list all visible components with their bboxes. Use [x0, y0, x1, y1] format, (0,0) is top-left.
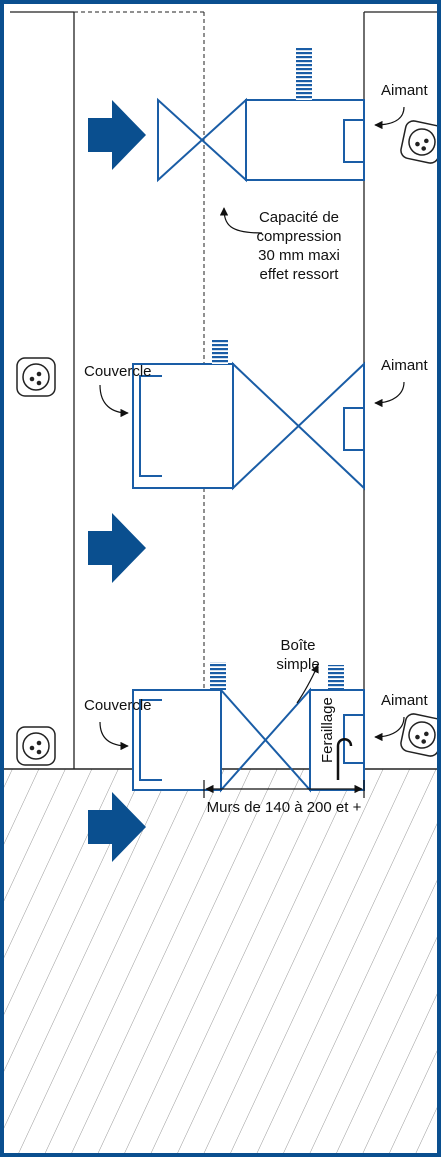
curved-pointer-icon — [374, 716, 405, 742]
power-outlet-icon — [400, 120, 441, 164]
label-feraillage: Feraillage — [319, 697, 336, 763]
curved-pointer-icon — [219, 207, 263, 234]
label-couvercle-1: Couvercle — [84, 363, 152, 380]
rebar-hook — [336, 738, 353, 780]
arrow-right-icon — [88, 792, 146, 862]
label-boite-2: simple — [276, 656, 319, 673]
label-aimant-1: Aimant — [381, 82, 429, 99]
label-capacite-4: effet ressort — [260, 266, 340, 283]
label-boite-1: Boîte — [280, 637, 315, 654]
label-aimant-2: Aimant — [381, 357, 429, 374]
curved-pointer-icon — [374, 106, 405, 130]
label-capacite-3: 30 mm maxi — [258, 247, 340, 264]
arrow-right-icon — [88, 100, 146, 170]
curved-pointer-icon — [374, 381, 405, 408]
label-murs: Murs de 140 à 200 et + — [207, 799, 362, 816]
curved-pointer-icon — [99, 721, 129, 751]
curved-pointer-icon — [296, 664, 319, 704]
power-outlet-icon — [400, 713, 441, 757]
label-capacite-1: Capacité de — [259, 209, 339, 226]
floor-hatch — [0, 769, 441, 1157]
label-capacite-2: compression — [256, 228, 341, 245]
label-couvercle-2: Couvercle — [84, 697, 152, 714]
device-top — [157, 47, 365, 183]
label-aimant-3: Aimant — [381, 692, 429, 709]
power-outlet-icon — [16, 726, 56, 766]
power-outlet-icon — [16, 357, 56, 397]
device-middle — [132, 340, 365, 491]
arrow-right-icon — [88, 513, 146, 583]
curved-pointer-icon — [99, 384, 129, 418]
